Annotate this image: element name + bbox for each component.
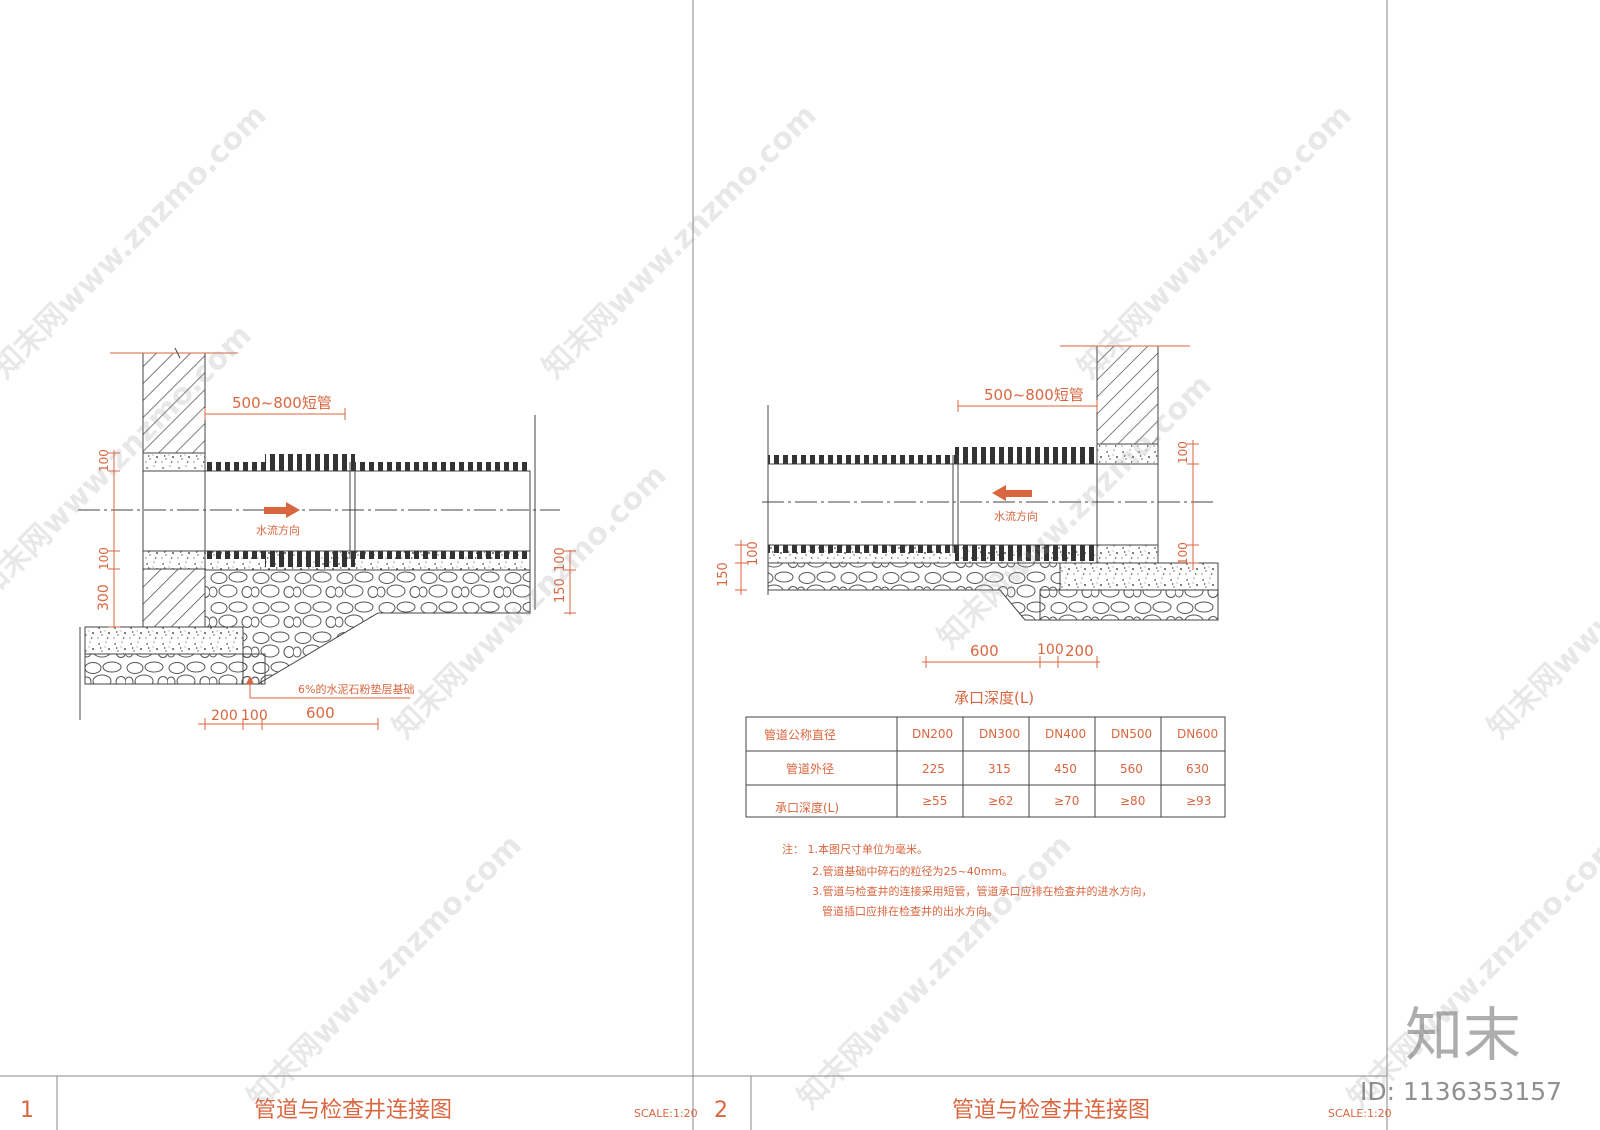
watermark-text: 知末网www.znzmo.com (536, 98, 824, 386)
base-note-1: 6%的水泥石粉垫层基础 (298, 682, 414, 696)
watermark-text: 知末网www.znzmo.com (241, 828, 529, 1116)
flow-label-1: 水流方向 (256, 523, 300, 537)
dim-height-left-1: 300 (96, 584, 112, 611)
dim-bottom-a-1: 200 (211, 708, 238, 724)
table-row1-cell2: 315 (988, 762, 1011, 776)
watermark-text: 知末网www.znzmo.com (1341, 828, 1600, 1116)
short-pipe-label-2: 500~800短管 (984, 386, 1084, 404)
section-drawing-1 (78, 347, 576, 730)
note-line-2: 2.管道基础中碎石的粒径为25~40mm。 (812, 864, 1013, 878)
sheet-number-2: 2 (714, 1098, 728, 1123)
dim-bottom-c-2: 200 (1065, 642, 1094, 660)
table-header-5: DN600 (1177, 727, 1218, 741)
table-row1-cell1: 225 (922, 762, 945, 776)
dim-height-left-2: 150 (716, 562, 731, 587)
dim-bottom-b-1: 100 (241, 708, 268, 724)
table-row2-label: 承口深度(L) (775, 800, 839, 815)
table-title: 承口深度(L) (954, 689, 1034, 707)
table-row1-label: 管道外径 (786, 761, 834, 776)
watermark-logo: 知末 (1405, 1001, 1521, 1069)
watermark-text: 知末网www.znzmo.com (1071, 98, 1359, 386)
dim-bed-right-1: 100 (553, 547, 568, 572)
table-header-0: 管道公称直径 (764, 727, 836, 742)
sheet-frame (0, 0, 1388, 1130)
dim-bed-right-2: 100 (1176, 542, 1190, 565)
section-drawing-2 (735, 345, 1219, 668)
table-row1-cell5: 630 (1186, 762, 1209, 776)
dim-wall-cap-1: 100 (97, 449, 111, 472)
dim-bottom-b-2: 100 (1037, 642, 1064, 658)
table-header-4: DN500 (1111, 727, 1152, 741)
note-line-3: 3.管道与检查井的连接采用短管，管道承口应排在检查井的进水方向， (812, 884, 1153, 898)
flow-label-2: 水流方向 (994, 509, 1038, 523)
table-header-1: DN200 (912, 727, 953, 741)
sheet-number-1: 1 (20, 1098, 34, 1123)
table-row2-cell4: ≥80 (1120, 794, 1145, 808)
dim-height-right-1: 150 (553, 578, 568, 603)
dim-bottom-a-2: 600 (970, 642, 999, 660)
note-line-1: 注： 1.本图尺寸单位为毫米。 (782, 842, 928, 856)
table-row2-cell1: ≥55 (922, 794, 947, 808)
watermark-id: ID: 1136353157 (1360, 1077, 1562, 1106)
table-row2-cell3: ≥70 (1054, 794, 1079, 808)
sheet-title-1: 管道与检查井连接图 (254, 1098, 452, 1123)
table-row2-cell2: ≥62 (988, 794, 1013, 808)
short-pipe-label-1: 500~800短管 (232, 394, 332, 412)
table-header-2: DN300 (979, 727, 1020, 741)
table-header-3: DN400 (1045, 727, 1086, 741)
sheet-scale-1: SCALE:1:20 (634, 1107, 698, 1120)
dim-bed-left-1: 100 (97, 547, 111, 570)
dim-bottom-c-1: 600 (306, 704, 335, 722)
table-row2-cell5: ≥93 (1186, 794, 1211, 808)
dim-wall-cap-2: 100 (1176, 441, 1190, 464)
spec-table (745, 716, 1226, 818)
table-row1-cell3: 450 (1054, 762, 1077, 776)
sheet-scale-2: SCALE:1:20 (1328, 1107, 1392, 1120)
note-line-4: 管道插口应排在检查井的出水方向。 (822, 904, 998, 918)
table-row1-cell4: 560 (1120, 762, 1143, 776)
watermark-text: 知末网www.znzmo.com (1481, 458, 1600, 746)
sheet-title-2: 管道与检查井连接图 (952, 1098, 1150, 1123)
dim-bed-left-2: 100 (746, 541, 761, 566)
